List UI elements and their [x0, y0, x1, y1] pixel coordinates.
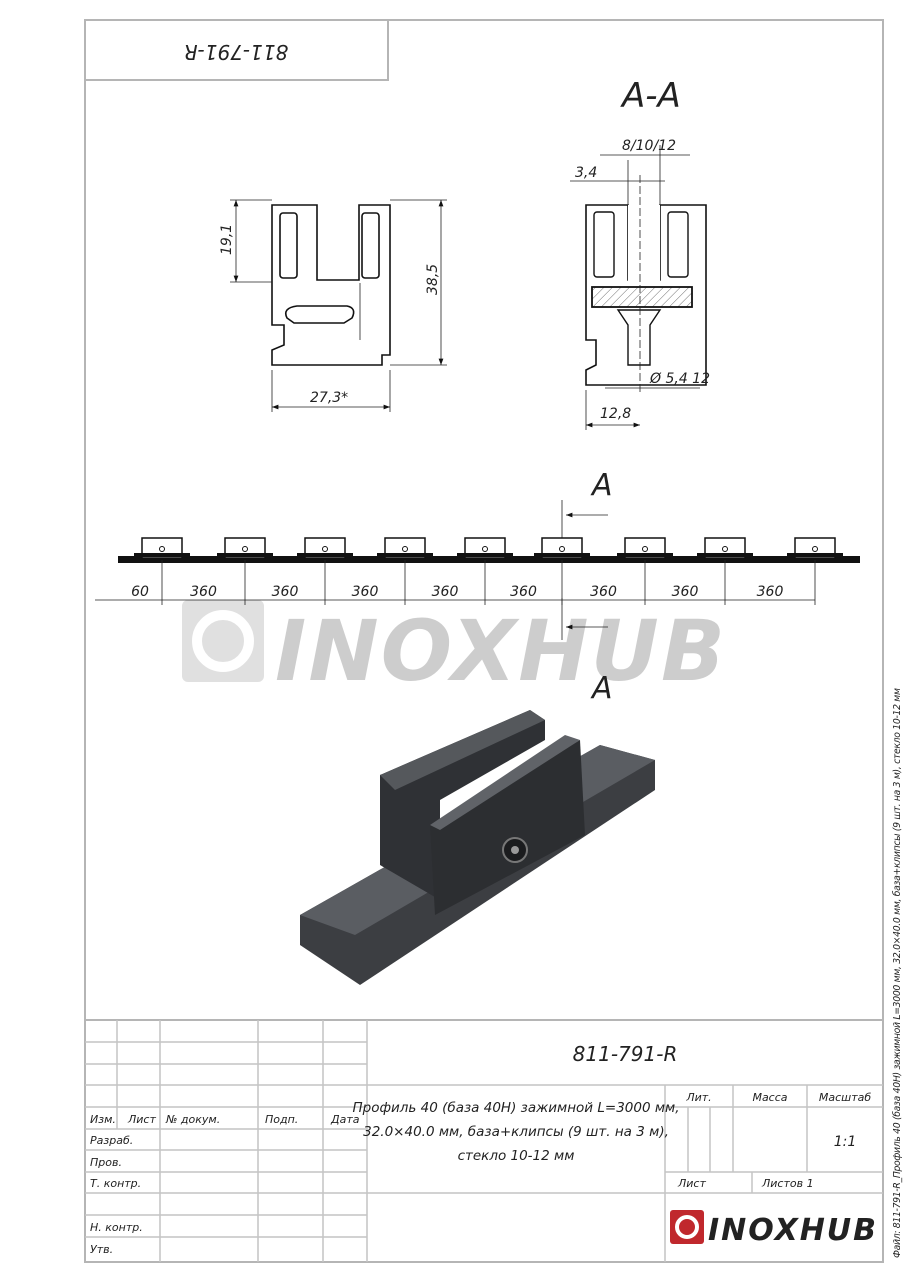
corner-code-box [84, 19, 389, 81]
title-block: Изм. Лист № докум. Подп. Дата Разраб. Пр… [85, 1019, 883, 1262]
base-profile [118, 556, 860, 563]
clip-flange [697, 553, 753, 557]
description-line-1: Профиль 40 (база 40Н) зажимной L=3000 мм… [353, 1100, 680, 1116]
lit-label: Лит. [685, 1091, 711, 1104]
description-line-2: 32.0×40.0 мм, база+клипсы (9 шт. на 3 м)… [363, 1124, 669, 1140]
isometric-render [300, 710, 655, 985]
role-tech-control: Т. контр. [90, 1177, 141, 1190]
spacing-dim: 360 [272, 584, 299, 600]
section-view: A-A 8/10/12 3,4 Ø 5,4 12 12,8 [570, 76, 710, 430]
watermark-logo-icon [182, 600, 264, 682]
spacing-dim: 360 [757, 584, 784, 600]
clip-screw-hole [159, 546, 165, 552]
cut-label-top: A [590, 468, 613, 503]
clip-screw-hole [402, 546, 408, 552]
drawing-frame [84, 19, 884, 1263]
side-caption: Файл: 811-791-R_Профиль 40 (база 40Н) за… [892, 688, 903, 1258]
clip-flange [617, 553, 673, 557]
cut-label-bottom: A [590, 671, 613, 706]
clip-screw-hole [722, 546, 728, 552]
header-doc: № докум. [165, 1113, 220, 1126]
role-norm-control: Н. контр. [90, 1221, 143, 1234]
logo-text: INOXHUB [708, 1213, 876, 1248]
spacing-dim: 60 [131, 584, 149, 600]
role-approved: Утв. [90, 1243, 113, 1256]
header-list: Лист [127, 1113, 156, 1126]
scale-label: Масштаб [819, 1091, 871, 1104]
clip-screw-hole [559, 546, 565, 552]
logo-mark-icon [670, 1210, 704, 1244]
spacing-dim: 360 [190, 584, 217, 600]
spacing-dim: 360 [672, 584, 699, 600]
clip-layout: A A 60 360 360 360 360 360 360 360 360 [95, 468, 860, 706]
dim-offset: 3,4 [575, 165, 597, 181]
clip-flange [134, 553, 190, 557]
mass-label: Масса [752, 1091, 787, 1104]
spacing-dim: 360 [510, 584, 537, 600]
clip-flange [534, 553, 590, 557]
clip-flange [787, 553, 843, 557]
header-sign: Подп. [265, 1113, 298, 1126]
header-date: Дата [330, 1113, 360, 1126]
clip-screw-hole [322, 546, 328, 552]
clip-flange [297, 553, 353, 557]
header-izm: Изм. [90, 1113, 116, 1126]
dim-height-total: 38,5 [425, 264, 441, 295]
watermark: INOXHUB [182, 600, 725, 700]
spacing-dim: 360 [590, 584, 617, 600]
clip-screw-hole [482, 546, 488, 552]
dim-half-width: 12,8 [600, 406, 631, 422]
clip-flange [377, 553, 433, 557]
dim-width: 27,3* [310, 390, 348, 406]
watermark-text: INOXHUB [275, 602, 725, 700]
clip-flange [217, 553, 273, 557]
dim-height-partial: 19,1 [219, 224, 235, 255]
spacing-dim: 360 [432, 584, 459, 600]
sheets-label: Листов 1 [761, 1177, 814, 1190]
inoxhub-logo: INOXHUB [670, 1210, 876, 1248]
dim-hole: Ø 5,4 12 [649, 371, 710, 387]
clip-flange [457, 553, 513, 557]
designation: 811-791-R [573, 1042, 678, 1066]
dim-glass: 8/10/12 [622, 138, 676, 154]
scale-value: 1:1 [834, 1134, 857, 1150]
clip-screw-hole [642, 546, 648, 552]
corner-code: 811-791-R [184, 40, 289, 64]
front-view: 19,1 38,5 27,3* [219, 199, 447, 412]
sheet-label: Лист [677, 1177, 706, 1190]
section-title: A-A [620, 76, 681, 116]
clip-screw-hole [242, 546, 248, 552]
role-developer: Разраб. [90, 1134, 133, 1147]
clip-screw-hole [812, 546, 818, 552]
role-checker: Пров. [90, 1156, 122, 1169]
spacing-dim: 360 [352, 584, 379, 600]
description-line-3: стекло 10-12 мм [458, 1148, 575, 1164]
